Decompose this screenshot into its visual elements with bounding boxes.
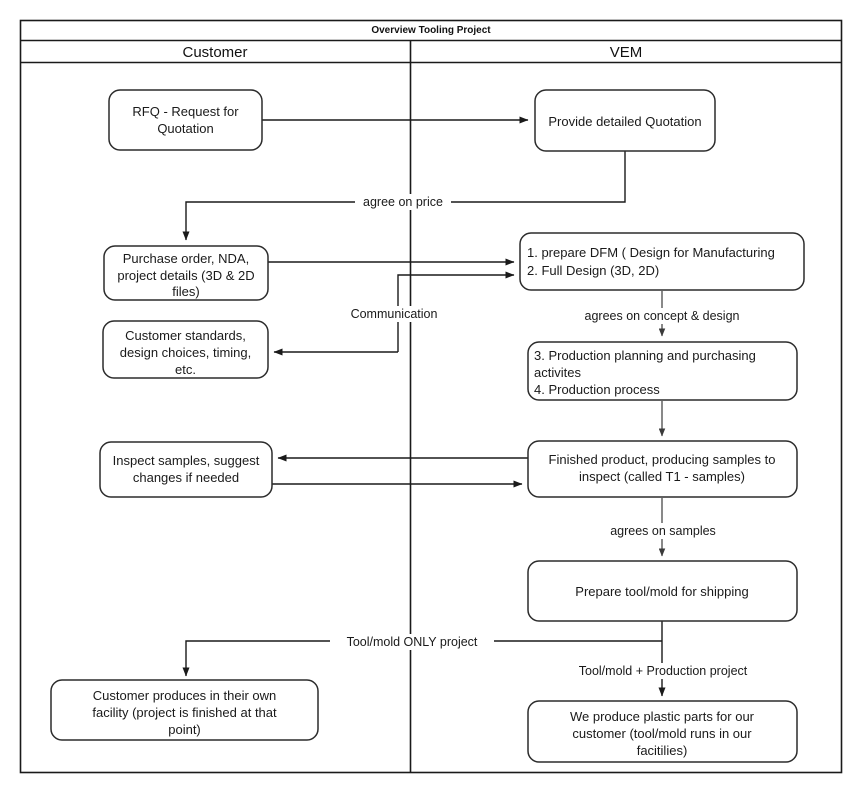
node-inspect-samples[interactable]: Inspect samples, suggest changes if need… <box>99 441 273 498</box>
node-production-planning-line-1: 3. Production planning and purchasing <box>534 348 756 363</box>
node-rfq[interactable]: RFQ - Request for Quotation <box>108 89 263 151</box>
node-production-planning-line-2: activites <box>534 365 581 380</box>
node-customer-produces-line-2: facility (project is finished at that <box>92 705 277 720</box>
node-purchase-order-line-3: files) <box>172 284 199 299</box>
node-customer-produces-line-1: Customer produces in their own <box>93 688 277 703</box>
lane-header-vem: VEM <box>610 44 643 61</box>
lane-header-customer: Customer <box>182 44 247 61</box>
node-rfq-line-1: RFQ - Request for <box>132 104 239 119</box>
node-purchase-order[interactable]: Purchase order, NDA, project details (3D… <box>103 245 269 301</box>
node-we-produce-line-2: customer (tool/mold runs in our <box>572 726 752 741</box>
node-prepare-tool-line-1: Prepare tool/mold for shipping <box>575 584 748 599</box>
edge-label-agrees-on-concept: agrees on concept & design <box>585 309 740 323</box>
node-quotation-line-1: Provide detailed Quotation <box>548 114 701 129</box>
node-we-produce[interactable]: We produce plastic parts for our custome… <box>527 700 798 763</box>
node-purchase-order-line-1: Purchase order, NDA, <box>123 251 249 266</box>
node-inspect-samples-line-2: changes if needed <box>133 470 239 485</box>
node-production-planning-shape[interactable] <box>527 341 798 401</box>
node-we-produce-line-3: facitilies) <box>637 743 688 758</box>
node-purchase-order-shape[interactable] <box>103 245 269 301</box>
node-finished-product-line-2: inspect (called T1 - samples) <box>579 469 745 484</box>
node-dfm-line-1: 1. prepare DFM ( Design for Manufacturin… <box>527 245 775 260</box>
node-production-planning-line-3: 4. Production process <box>534 382 660 397</box>
node-we-produce-line-1: We produce plastic parts for our <box>570 709 755 724</box>
node-dfm-line-2: 2. Full Design (3D, 2D) <box>527 263 659 278</box>
edge-split-to-customer-production <box>182 640 662 677</box>
edge-label-toolmold-only: Tool/mold ONLY project <box>347 635 478 649</box>
node-prepare-tool-shape[interactable] <box>527 560 798 622</box>
node-purchase-order-line-2: project details (3D & 2D <box>117 268 254 283</box>
edge-communication-to-dfm <box>397 271 515 352</box>
edge-label-toolmold-production: Tool/mold + Production project <box>579 664 748 678</box>
node-customer-produces[interactable]: Customer produces in their own facility … <box>50 679 319 741</box>
node-finished-product-shape[interactable] <box>527 440 798 498</box>
node-production-planning[interactable]: 3. Production planning and purchasing ac… <box>527 341 798 401</box>
node-quotation[interactable]: Provide detailed Quotation <box>534 89 716 152</box>
node-finished-product[interactable]: Finished product, producing samples to i… <box>527 440 798 498</box>
node-prepare-tool[interactable]: Prepare tool/mold for shipping <box>527 560 798 622</box>
node-inspect-samples-shape[interactable] <box>99 441 273 498</box>
node-customer-standards-shape[interactable] <box>102 320 269 379</box>
node-we-produce-shape[interactable] <box>527 700 798 763</box>
node-rfq-shape[interactable] <box>108 89 263 151</box>
edge-label-agree-on-price: agree on price <box>363 195 443 209</box>
node-dfm[interactable]: 1. prepare DFM ( Design for Manufacturin… <box>519 232 805 291</box>
node-customer-standards-line-1: Customer standards, <box>125 328 246 343</box>
edge-label-group: agree on price Communication agrees on c… <box>330 194 769 679</box>
diagram-frame <box>19 19 843 774</box>
node-customer-produces-line-3: point) <box>168 722 201 737</box>
node-inspect-samples-line-1: Inspect samples, suggest <box>113 453 260 468</box>
diagram-title: Overview Tooling Project <box>371 25 491 36</box>
node-dfm-shape[interactable] <box>519 232 805 291</box>
node-customer-standards[interactable]: Customer standards, design choices, timi… <box>102 320 269 379</box>
node-customer-standards-line-2: design choices, timing, <box>120 345 252 360</box>
node-customer-standards-line-3: etc. <box>175 362 196 377</box>
node-rfq-line-2: Quotation <box>157 121 213 136</box>
node-customer-produces-shape[interactable] <box>50 679 319 741</box>
edge-label-agrees-on-samples: agrees on samples <box>610 524 716 538</box>
node-quotation-shape[interactable] <box>534 89 716 152</box>
node-finished-product-line-1: Finished product, producing samples to <box>549 452 776 467</box>
edge-label-communication: Communication <box>351 307 438 321</box>
